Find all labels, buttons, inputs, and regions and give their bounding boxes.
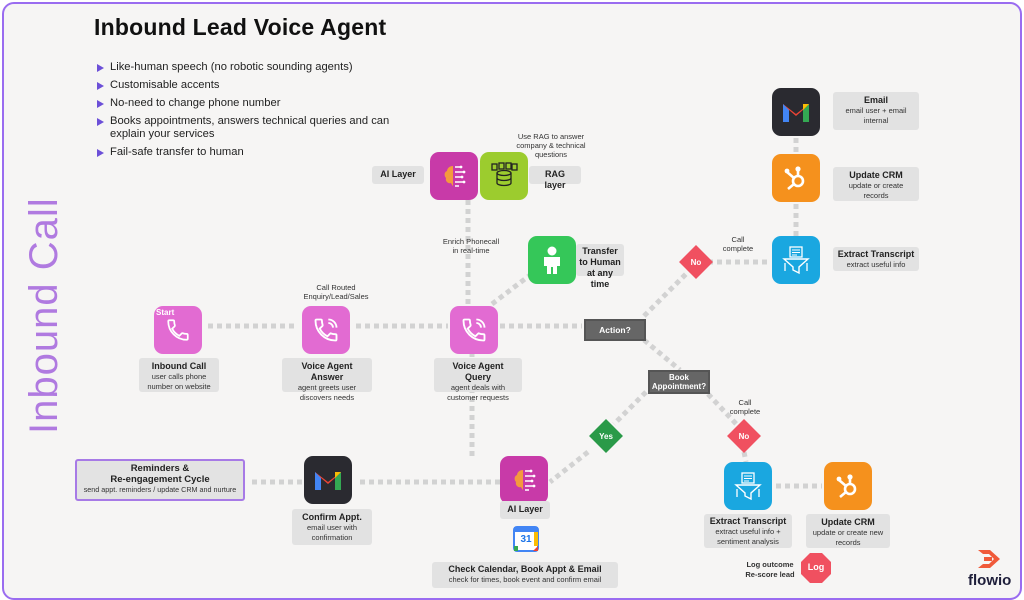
email-sub: email user + email internal [845, 106, 907, 125]
page-title: Inbound Lead Voice Agent [94, 14, 387, 40]
no-bottom-note: Call complete [729, 398, 761, 416]
action-decision: Action? [584, 319, 646, 341]
side-title: Inbound Call [22, 197, 66, 434]
rag-layer-title: RAG layer [544, 169, 566, 190]
email-label: Email email user + email internal [833, 92, 919, 130]
extract-bottom-label: Extract Transcript extract useful info +… [704, 514, 792, 548]
feature-list: Like-human speech (no robotic sounding a… [96, 61, 396, 164]
phone-icon [154, 306, 202, 354]
connector-book-to-yes [612, 390, 648, 426]
extract-bottom-sub: extract useful info + sentiment analysis [715, 527, 781, 546]
connector-yes-to-ai [548, 450, 590, 484]
feature-item: No-need to change phone number [96, 97, 396, 110]
gmail-icon [772, 88, 820, 136]
ai-layer-top-title: AI Layer [380, 169, 416, 179]
ai-brain-icon [430, 152, 478, 200]
connector-no-to-extract-bottom [741, 451, 749, 463]
extract-top-title: Extract Transcript [837, 249, 915, 259]
extract-top-sub: extract useful info [846, 260, 906, 269]
connector-book-to-no [706, 392, 742, 430]
ai-layer-top-label: AI Layer [372, 166, 424, 184]
yes-label: Yes [599, 432, 613, 441]
ai-layer-bottom-label: AI Layer [500, 501, 550, 519]
hubspot-icon [824, 462, 872, 510]
google-calendar-icon [513, 526, 539, 552]
confirm-appt-sub: email user with confirmation [306, 523, 358, 542]
start-badge: Start [156, 308, 175, 317]
extract-top-label: Extract Transcript extract useful info [833, 247, 919, 271]
feature-item: Books appointments, answers technical qu… [96, 115, 396, 141]
voice-query-title: Voice Agent Query [452, 361, 504, 382]
update-crm-bottom-title: Update CRM [821, 517, 875, 527]
calendar-label: Check Calendar, Book Appt & Email check … [432, 562, 618, 588]
enrich-note: Enrich Phonecall in real-time [442, 237, 500, 255]
voice-call-icon [450, 306, 498, 354]
update-crm-bottom-sub: update or create new records [812, 528, 884, 547]
no-bottom-label: No [738, 432, 750, 441]
connector-action-to-no [642, 268, 692, 318]
ai-layer-bottom-title: AI Layer [507, 504, 543, 514]
transfer-label: Transfer to Human at any time [576, 244, 624, 289]
inbound-call-title: Inbound Call [151, 361, 207, 371]
email-title: Email [863, 95, 888, 105]
calendar-title: Check Calendar, Book Appt & Email [448, 564, 602, 574]
confirm-appt-label: Confirm Appt. email user with confirmati… [292, 509, 372, 545]
voice-answer-title: Voice Agent Answer [301, 361, 353, 382]
flowio-logo-icon [976, 548, 1002, 570]
voice-query-label: Voice Agent Query agent deals with custo… [434, 358, 522, 402]
update-crm-top-label: Update CRM update or create records [833, 167, 919, 201]
reminders-title-2: Re-engagement Cycle [110, 474, 210, 485]
reminders-sub: send appt. reminders / update CRM and nu… [83, 485, 237, 494]
reminders-title-1: Reminders & [130, 463, 190, 474]
inbound-call-label: Inbound Call user calls phone number on … [139, 358, 219, 392]
ai-brain-icon [500, 456, 548, 504]
rag-note: Use RAG to answer company & technical qu… [516, 132, 586, 159]
confirm-appt-title: Confirm Appt. [302, 512, 362, 522]
log-note-2: Re-score lead [745, 570, 795, 579]
update-crm-bottom-label: Update CRM update or create new records [806, 514, 890, 548]
calendar-sub: check for times, book event and confirm … [448, 575, 602, 584]
inbound-call-sub: user calls phone number on website [147, 372, 211, 391]
no-top-label: No [690, 258, 702, 267]
update-crm-top-title: Update CRM [849, 170, 903, 180]
transcript-filter-icon [724, 462, 772, 510]
hubspot-icon [772, 154, 820, 202]
connector-action-to-book [642, 338, 682, 372]
log-octagon-icon [800, 552, 832, 584]
voice-answer-label: Voice Agent Answer agent greets user dis… [282, 358, 372, 402]
reminders-box: Reminders & Re-engagement Cycle send app… [75, 459, 245, 501]
feature-item: Fail-safe transfer to human [96, 146, 396, 159]
voice-answer-sub: agent greets user discovers needs [297, 383, 357, 402]
no-top-note: Call complete [722, 235, 754, 253]
calendar-day: 31 [520, 534, 532, 545]
voice-call-icon [302, 306, 350, 354]
rag-layer-label: RAG layer [529, 166, 581, 190]
person-icon [528, 236, 576, 284]
extract-bottom-title: Extract Transcript [709, 516, 787, 526]
database-icon [480, 152, 528, 200]
feature-item: Like-human speech (no robotic sounding a… [96, 61, 396, 74]
log-note-1: Log outcome [746, 560, 794, 569]
feature-item: Customisable accents [96, 79, 396, 92]
gmail-icon [304, 456, 352, 504]
voice-query-sub: agent deals with customer requests [447, 383, 509, 402]
call-routed-note: Call Routed Enquiry/Lead/Sales [303, 283, 369, 301]
transfer-title: Transfer to Human at any time [579, 246, 621, 289]
book-appointment-decision: Book Appointment? [648, 370, 710, 394]
connector-query-to-transfer [490, 264, 544, 306]
brand-name: flowio [968, 572, 1012, 589]
log-label: Log [807, 562, 825, 572]
transcript-filter-icon [772, 236, 820, 284]
update-crm-top-sub: update or create records [848, 181, 904, 200]
